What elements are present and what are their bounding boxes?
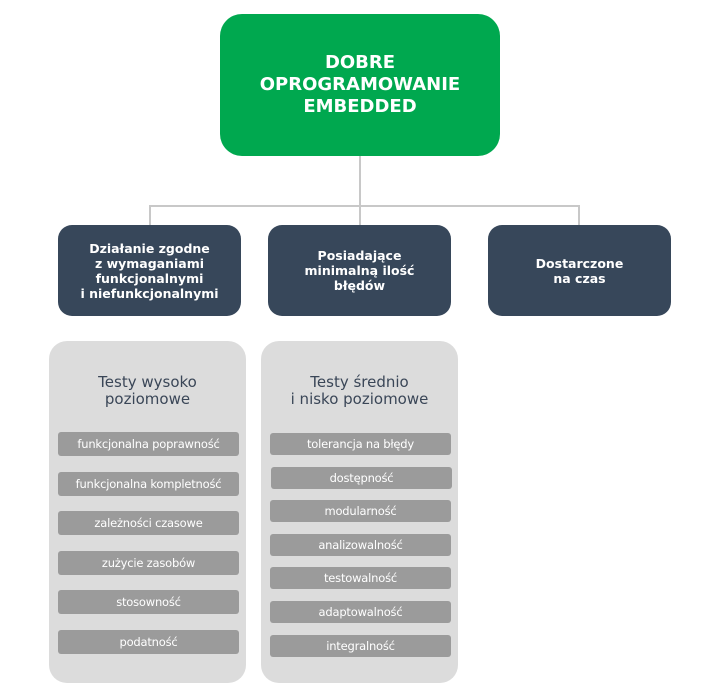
root-title-line: EMBEDDED [303, 96, 417, 117]
test-item: zużycie zasobów [58, 551, 239, 575]
test-item: zależności czasowe [58, 511, 239, 535]
test-item: analizowalność [270, 534, 451, 556]
test-item: funkcjonalna poprawność [58, 432, 239, 456]
category-minimal-bugs: Posiadające minimalną ilość błędów [268, 225, 451, 316]
test-item: testowalność [270, 567, 451, 589]
panel-title: Testy wysoko poziomowe [98, 373, 197, 408]
connector [149, 205, 580, 207]
test-item: funkcjonalna kompletność [58, 472, 239, 496]
connector [149, 205, 151, 225]
connector [359, 205, 361, 225]
panel-title: Testy średnio i nisko poziomowe [290, 373, 429, 408]
test-item: adaptowalność [270, 601, 451, 623]
connector [578, 205, 580, 225]
category-requirements: Działanie zgodne z wymaganiami funkcjona… [58, 225, 241, 316]
root-title-line: DOBRE [324, 52, 396, 73]
root-title-line: OPROGRAMOWANIE [259, 74, 461, 95]
test-item: integralność [270, 635, 451, 657]
root-node: DOBRE OPROGRAMOWANIE EMBEDDED [220, 14, 500, 156]
test-item: modularność [270, 500, 451, 522]
test-item: dostępność [271, 467, 452, 489]
connector [359, 156, 361, 207]
test-item: stosowność [58, 590, 239, 614]
test-item: tolerancja na błędy [270, 433, 451, 455]
category-on-time: Dostarczone na czas [488, 225, 671, 316]
test-item: podatność [58, 630, 239, 654]
